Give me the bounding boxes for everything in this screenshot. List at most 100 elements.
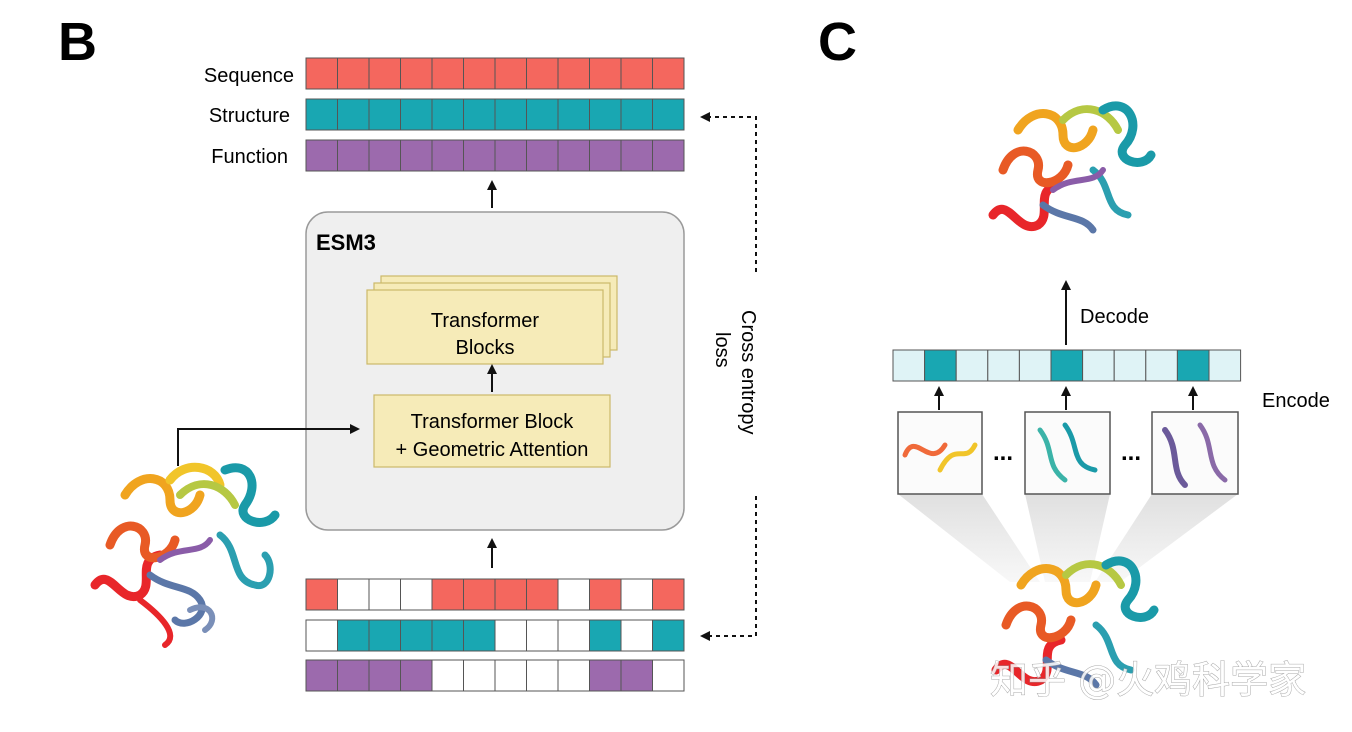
decode-label: Decode xyxy=(1080,306,1149,328)
input-function-token-6 xyxy=(494,659,527,692)
input-structure-token-0 xyxy=(305,619,338,652)
output-sequence-token-5 xyxy=(463,57,496,90)
input-structure-token-1 xyxy=(337,619,370,652)
output-function-token-6 xyxy=(494,139,527,172)
funnel-3 xyxy=(1095,494,1238,582)
output-sequence-token-1 xyxy=(337,57,370,90)
output-function-token-10 xyxy=(620,139,653,172)
input-structure-token-5 xyxy=(463,619,496,652)
input-function-token-8 xyxy=(557,659,590,692)
input-function-token-4 xyxy=(431,659,464,692)
row-label-function: Function xyxy=(211,146,288,168)
input-function-token-5 xyxy=(463,659,496,692)
input-structure-token-10 xyxy=(620,619,653,652)
output-structure-token-2 xyxy=(368,98,401,131)
esm3-model-box xyxy=(305,211,685,531)
output-sequence-token-4 xyxy=(431,57,464,90)
input-sequence-token-10 xyxy=(620,578,653,611)
output-sequence-token-9 xyxy=(589,57,622,90)
output-structure-token-5 xyxy=(463,98,496,131)
output-structure-token-11 xyxy=(652,98,685,131)
input-function-token-9 xyxy=(589,659,622,692)
input-structure-token-2 xyxy=(368,619,401,652)
input-sequence-token-8 xyxy=(557,578,590,611)
loss-label: Cross entropy loss xyxy=(711,310,759,435)
input-structure-token-8 xyxy=(557,619,590,652)
input-sequence-token-1 xyxy=(337,578,370,611)
arrow-protein-to-geo xyxy=(177,424,360,466)
output-structure-token-10 xyxy=(620,98,653,131)
output-structure-token-1 xyxy=(337,98,370,131)
output-structure-token-4 xyxy=(431,98,464,131)
output-structure-token-7 xyxy=(526,98,559,131)
output-sequence-token-0 xyxy=(305,57,338,90)
geometric-attention-box xyxy=(373,394,611,468)
input-function-token-3 xyxy=(400,659,433,692)
output-sequence-token-11 xyxy=(652,57,685,90)
output-function-token-4 xyxy=(431,139,464,172)
output-function-token-3 xyxy=(400,139,433,172)
output-sequence-token-6 xyxy=(494,57,527,90)
structure-token-row xyxy=(892,349,1242,382)
esm3-title: ESM3 xyxy=(316,230,376,255)
input-function-token-1 xyxy=(337,659,370,692)
input-structure-token-4 xyxy=(431,619,464,652)
output-structure-token-9 xyxy=(589,98,622,131)
input-sequence-token-9 xyxy=(589,578,622,611)
output-structure-token-6 xyxy=(494,98,527,131)
ellipsis-2: ... xyxy=(1121,439,1141,466)
input-function-token-0 xyxy=(305,659,338,692)
encode-label: Encode xyxy=(1262,390,1330,412)
structure-token-2 xyxy=(955,349,989,382)
row-label-sequence: Sequence xyxy=(204,65,294,87)
structure-token-4 xyxy=(1018,349,1052,382)
row-label-structure: Structure xyxy=(209,105,290,127)
input-function-token-7 xyxy=(526,659,559,692)
input-function-token-10 xyxy=(620,659,653,692)
input-sequence-token-6 xyxy=(494,578,527,611)
structure-token-10 xyxy=(1208,349,1242,382)
output-function-token-7 xyxy=(526,139,559,172)
output-function-token-0 xyxy=(305,139,338,172)
output-function-token-5 xyxy=(463,139,496,172)
output-structure-token-0 xyxy=(305,98,338,131)
protein-structure-icon-c-bottom xyxy=(991,556,1159,689)
structure-token-5 xyxy=(1050,349,1084,382)
structure-token-9 xyxy=(1176,349,1210,382)
input-function-token-11 xyxy=(652,659,685,692)
stack-box-line-2: Blocks xyxy=(456,337,515,359)
structure-token-6 xyxy=(1082,349,1115,382)
output-sequence-token-10 xyxy=(620,57,653,90)
structure-token-7 xyxy=(1113,349,1147,382)
ellipsis-1: ... xyxy=(993,439,1013,466)
input-function-token-2 xyxy=(368,659,401,692)
output-function-token-1 xyxy=(337,139,370,172)
structure-token-3 xyxy=(987,349,1020,382)
input-sequence-token-0 xyxy=(305,578,338,611)
output-structure-token-3 xyxy=(400,98,433,131)
local-structure-frame-2 xyxy=(1024,411,1111,495)
input-token-rows xyxy=(305,578,685,692)
output-function-token-11 xyxy=(652,139,685,172)
geo-box-line-1: Transformer Block xyxy=(411,411,575,433)
panel-b-label: B xyxy=(58,12,97,72)
input-sequence-token-11 xyxy=(652,578,685,611)
input-sequence-token-7 xyxy=(526,578,559,611)
geo-box-line-2: + Geometric Attention xyxy=(396,439,589,461)
input-sequence-token-5 xyxy=(463,578,496,611)
funnel-1 xyxy=(898,494,1040,582)
output-structure-token-8 xyxy=(557,98,590,131)
output-sequence-token-7 xyxy=(526,57,559,90)
input-structure-token-9 xyxy=(589,619,622,652)
input-sequence-token-3 xyxy=(400,578,433,611)
input-structure-token-11 xyxy=(652,619,685,652)
input-structure-token-3 xyxy=(400,619,433,652)
stack-box-line-1: Transformer xyxy=(431,310,540,332)
loss-label-line-1: Cross entropy xyxy=(737,310,759,435)
output-sequence-token-2 xyxy=(368,57,401,90)
output-sequence-token-3 xyxy=(400,57,433,90)
output-token-rows xyxy=(305,57,685,172)
watermark-text: 知乎 @火鸡科学家 xyxy=(990,658,1306,702)
output-sequence-token-8 xyxy=(557,57,590,90)
